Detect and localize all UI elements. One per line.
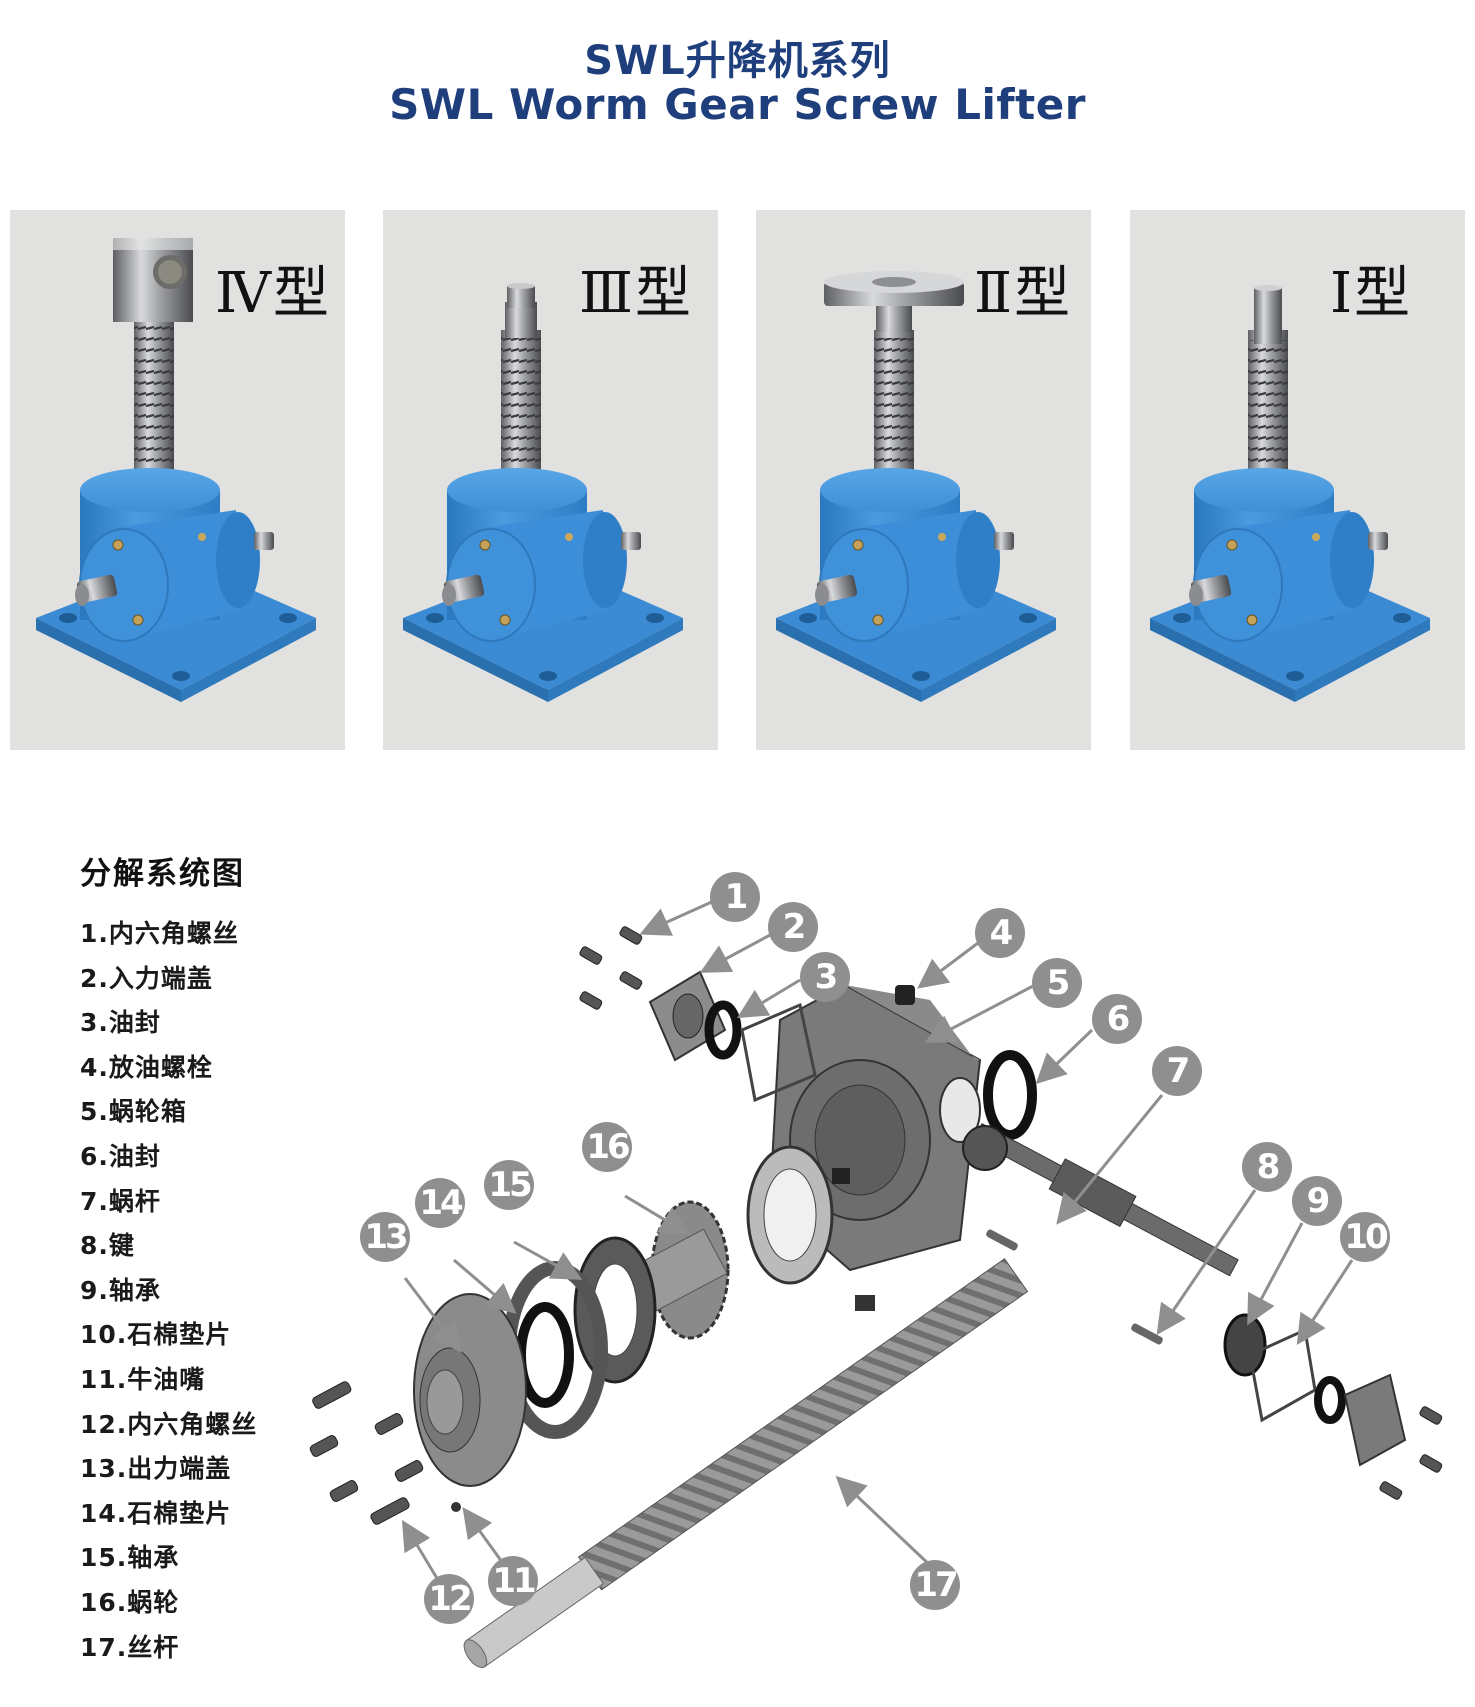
model-label-iii: Ⅲ型 bbox=[579, 261, 694, 326]
callout-8: 8 bbox=[1242, 1142, 1292, 1192]
lifter-iv-image bbox=[35, 238, 317, 703]
part-item: 17.丝杆 bbox=[80, 1632, 180, 1662]
part-item: 6.油封 bbox=[80, 1141, 161, 1171]
callout-17: 17 bbox=[910, 1560, 960, 1610]
worm-wheel bbox=[632, 1200, 730, 1340]
model-label-i: Ⅰ型 bbox=[1330, 261, 1413, 326]
model-panel-iii: Ⅲ型 bbox=[383, 210, 718, 750]
model-label-ii: Ⅱ型 bbox=[974, 261, 1073, 326]
oil-seal-input bbox=[704, 1000, 742, 1060]
callout-7: 7 bbox=[1152, 1046, 1202, 1096]
lifter-iii-image bbox=[402, 283, 684, 703]
worm-shaft bbox=[972, 1123, 1239, 1277]
exploded-view-heading: 分解系统图 bbox=[80, 856, 245, 892]
part-item: 15.轴承 bbox=[80, 1543, 180, 1573]
gasket-worm bbox=[1248, 1327, 1317, 1423]
part-item: 1.内六角螺丝 bbox=[80, 919, 239, 948]
callout-16: 16 bbox=[582, 1122, 632, 1172]
part-item: 13.出力端盖 bbox=[80, 1454, 232, 1484]
callout-10: 10 bbox=[1340, 1212, 1390, 1262]
callout-2: 2 bbox=[768, 902, 818, 952]
callout-12: 12 bbox=[424, 1574, 474, 1624]
parts-list: 1.内六角螺丝 2.入力端盖 3.油封 4.放油螺栓 5.蜗轮箱 6.油封 7.… bbox=[80, 912, 257, 1670]
part-item: 2.入力端盖 bbox=[80, 963, 213, 993]
callout-6: 6 bbox=[1092, 994, 1142, 1044]
page-title-en: SWL Worm Gear Screw Lifter bbox=[389, 80, 1086, 129]
part-item: 14.石棉垫片 bbox=[80, 1498, 232, 1528]
part-item: 5.蜗轮箱 bbox=[80, 1097, 187, 1127]
output-end-cover bbox=[413, 1293, 527, 1487]
lead-screw bbox=[463, 1258, 1029, 1669]
part-item: 11.牛油嘴 bbox=[80, 1364, 206, 1394]
bearing-worm bbox=[1223, 1313, 1267, 1377]
part-item: 4.放油螺栓 bbox=[80, 1052, 213, 1082]
hex-socket-screws-output bbox=[309, 1381, 424, 1525]
callout-5: 5 bbox=[1032, 958, 1082, 1008]
oil-seal-output bbox=[983, 1050, 1037, 1140]
callout-14: 14 bbox=[415, 1178, 465, 1228]
callout-4: 4 bbox=[975, 908, 1025, 958]
model-panel-ii: Ⅱ型 bbox=[756, 210, 1091, 750]
hex-socket-screws-input bbox=[579, 926, 643, 1010]
key bbox=[1131, 1323, 1163, 1345]
callout-1: 1 bbox=[710, 872, 760, 922]
part-item: 10.石棉垫片 bbox=[80, 1320, 232, 1350]
callout-13: 13 bbox=[360, 1212, 410, 1262]
grease-nipple bbox=[451, 1502, 461, 1512]
part-item: 9.轴承 bbox=[80, 1275, 161, 1305]
exploded-diagram bbox=[309, 898, 1443, 1669]
callout-15: 15 bbox=[484, 1160, 534, 1210]
part-item: 3.油封 bbox=[80, 1008, 161, 1038]
part-item: 7.蜗杆 bbox=[80, 1186, 161, 1216]
oil-drain-plug bbox=[895, 985, 915, 1005]
part-item: 12.内六角螺丝 bbox=[80, 1409, 258, 1439]
lifter-i-image bbox=[1149, 285, 1431, 703]
model-label-iv: Ⅳ型 bbox=[215, 261, 331, 326]
lifter-ii-image bbox=[775, 271, 1057, 703]
model-panel-i: Ⅰ型 bbox=[1130, 210, 1465, 750]
page-title-cn: SWL升降机系列 bbox=[584, 38, 891, 84]
part-item: 16.蜗轮 bbox=[80, 1587, 180, 1617]
model-panel-iv: Ⅳ型 bbox=[10, 210, 345, 750]
part-item: 8.键 bbox=[80, 1231, 135, 1261]
callout-9: 9 bbox=[1292, 1176, 1342, 1226]
callout-3: 3 bbox=[800, 952, 850, 1002]
callout-11: 11 bbox=[488, 1556, 538, 1606]
